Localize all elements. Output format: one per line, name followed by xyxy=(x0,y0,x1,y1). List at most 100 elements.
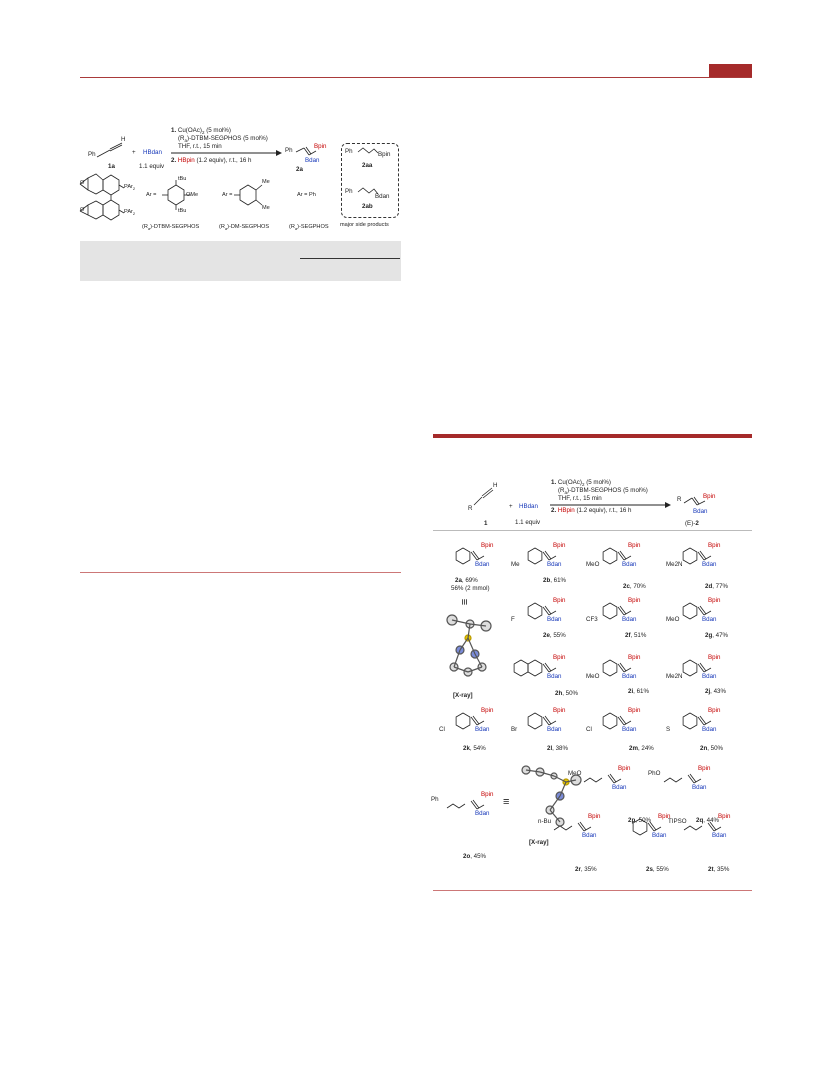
t1-2aa-ph: Ph xyxy=(345,148,353,155)
t1-me-1: Me xyxy=(262,179,270,185)
compound-label-2m: 2m, 24% xyxy=(629,745,654,752)
t1-label-2a: 2a xyxy=(296,166,303,173)
substituent-2b: Me xyxy=(511,561,520,568)
structure-2p xyxy=(583,773,622,784)
bdan-2p: Bdan xyxy=(612,784,627,791)
t1-condition-1: 1. Cu(OAc)2 (5 mol%) xyxy=(171,127,231,136)
t1-ar-eq-1: Ar = xyxy=(146,192,157,198)
t2-plus: + xyxy=(509,503,513,510)
t1-tbu-2: tBu xyxy=(178,208,187,214)
t2-h: H xyxy=(493,482,498,489)
t2-hbdan: HBdan xyxy=(519,503,538,510)
bpin-2g: Bpin xyxy=(708,597,721,604)
compound-label-2r: 2r, 35% xyxy=(575,866,597,873)
t1-me-2: Me xyxy=(262,205,270,211)
bdan-2a: Bdan xyxy=(475,561,490,568)
compound-label-2j: 2j, 43% xyxy=(705,688,726,695)
compound-extra-2a: 56% (2 mmol) xyxy=(451,585,490,592)
bdan-2i: Bdan xyxy=(622,673,637,680)
t1-prod-bpin: Bpin xyxy=(314,143,327,150)
bdan-2o: Bdan xyxy=(475,810,490,817)
substituent-2k: Cl xyxy=(439,726,445,733)
bdan-2t: Bdan xyxy=(712,832,727,839)
bpin-2d: Bpin xyxy=(708,542,721,549)
compound-label-2q: 2q, 44% xyxy=(696,817,720,824)
equiv-symbol-1: ≡ xyxy=(458,598,471,606)
substituent-2i: MeO xyxy=(586,673,600,680)
structure-2k xyxy=(455,712,485,730)
t1-o-2: O xyxy=(80,207,85,213)
structure-2a xyxy=(455,547,485,565)
compound-label-2n: 2n, 50% xyxy=(700,745,724,752)
t1-condition-3: THF, r.t., 15 min xyxy=(178,143,222,150)
t1-plus: + xyxy=(132,149,136,156)
structure-2r xyxy=(553,821,592,832)
t1-par2-1: PAr2 xyxy=(124,184,136,192)
compound-label-2p: 2p, 50% xyxy=(628,817,652,824)
t1-prod-ph: Ph xyxy=(285,147,293,154)
bdan-2m: Bdan xyxy=(622,726,637,733)
structure-2g xyxy=(682,602,712,620)
t1-tbu-1: tBu xyxy=(178,176,187,182)
compound-label-2b: 2b, 61% xyxy=(543,577,567,584)
table2-top-rule xyxy=(433,434,752,438)
structure-2m xyxy=(602,712,632,730)
bpin-2m: Bpin xyxy=(628,707,641,714)
structure-2j xyxy=(682,659,712,677)
t1-2ab-bdan: Bdan xyxy=(375,193,390,200)
bdan-2c: Bdan xyxy=(622,561,637,568)
xray-structure-1 xyxy=(446,614,492,677)
header-rule xyxy=(80,77,752,78)
t2-r: R xyxy=(468,505,473,512)
bdan-2n: Bdan xyxy=(702,726,717,733)
compound-label-2k: 2k, 54% xyxy=(463,745,486,752)
substituent-2q: PhO xyxy=(648,770,661,777)
t2-condition-1: 1. Cu(OAc)2 (5 mol%) xyxy=(551,479,611,488)
t1-ph-1: Ph xyxy=(88,151,96,158)
structure-2h xyxy=(513,659,557,677)
bpin-2c: Bpin xyxy=(628,542,641,549)
t1-hbdan: HBdan xyxy=(143,149,162,156)
substituent-2d: Me2N xyxy=(666,561,683,568)
t1-ome: OMe xyxy=(186,192,199,198)
t1-ar-ph: Ar = Ph xyxy=(297,192,316,198)
compound-label-2d: 2d, 77% xyxy=(705,583,729,590)
bdan-2q: Bdan xyxy=(692,784,707,791)
t2-equiv: 1.1 equiv xyxy=(515,519,541,526)
bdan-2j: Bdan xyxy=(702,673,717,680)
bdan-2g: Bdan xyxy=(702,616,717,623)
t1-o-1: O xyxy=(80,180,85,186)
t1-condition-2: (Ra)-DTBM-SEGPHOS (5 mol%) xyxy=(178,135,268,144)
substituent-2p: MeO xyxy=(568,770,582,777)
compound-label-2s: 2s, 55% xyxy=(646,866,669,873)
structure-2n xyxy=(682,712,712,730)
bdan-2l: Bdan xyxy=(547,726,562,733)
structure-2e xyxy=(527,602,557,620)
bpin-2p: Bpin xyxy=(618,765,631,772)
compound-label-2a: 2a, 69% xyxy=(455,577,478,584)
substituent-2f: CF3 xyxy=(586,616,598,623)
structure-2f xyxy=(602,602,632,620)
bpin-2k: Bpin xyxy=(481,707,494,714)
t1-condition-4: 2. HBpin (1.2 equiv), r.t., 16 h xyxy=(171,157,252,164)
t2-condition-3: THF, r.t., 15 min xyxy=(558,495,602,502)
substituent-2n: S xyxy=(666,726,671,733)
equiv-symbol-2: ≡ xyxy=(503,796,510,808)
t1-par2-2: PAr2 xyxy=(124,209,136,217)
structure-2c xyxy=(602,547,632,565)
bdan-2b: Bdan xyxy=(547,561,562,568)
t1-label-1a: 1a xyxy=(108,163,115,170)
bpin-2a: Bpin xyxy=(481,542,494,549)
bdan-2e: Bdan xyxy=(547,616,562,623)
bpin-2n: Bpin xyxy=(708,707,721,714)
bpin-2e: Bpin xyxy=(553,597,566,604)
bdan-2r: Bdan xyxy=(582,832,597,839)
substituent-2m: Cl xyxy=(586,726,592,733)
compound-label-2h: 2h, 50% xyxy=(555,690,579,697)
side-products-box xyxy=(341,143,399,218)
bpin-2q: Bpin xyxy=(698,765,711,772)
substituent-2o: Ph xyxy=(431,796,439,803)
bpin-2r: Bpin xyxy=(588,813,601,820)
t2-prod-bpin: Bpin xyxy=(703,493,716,500)
